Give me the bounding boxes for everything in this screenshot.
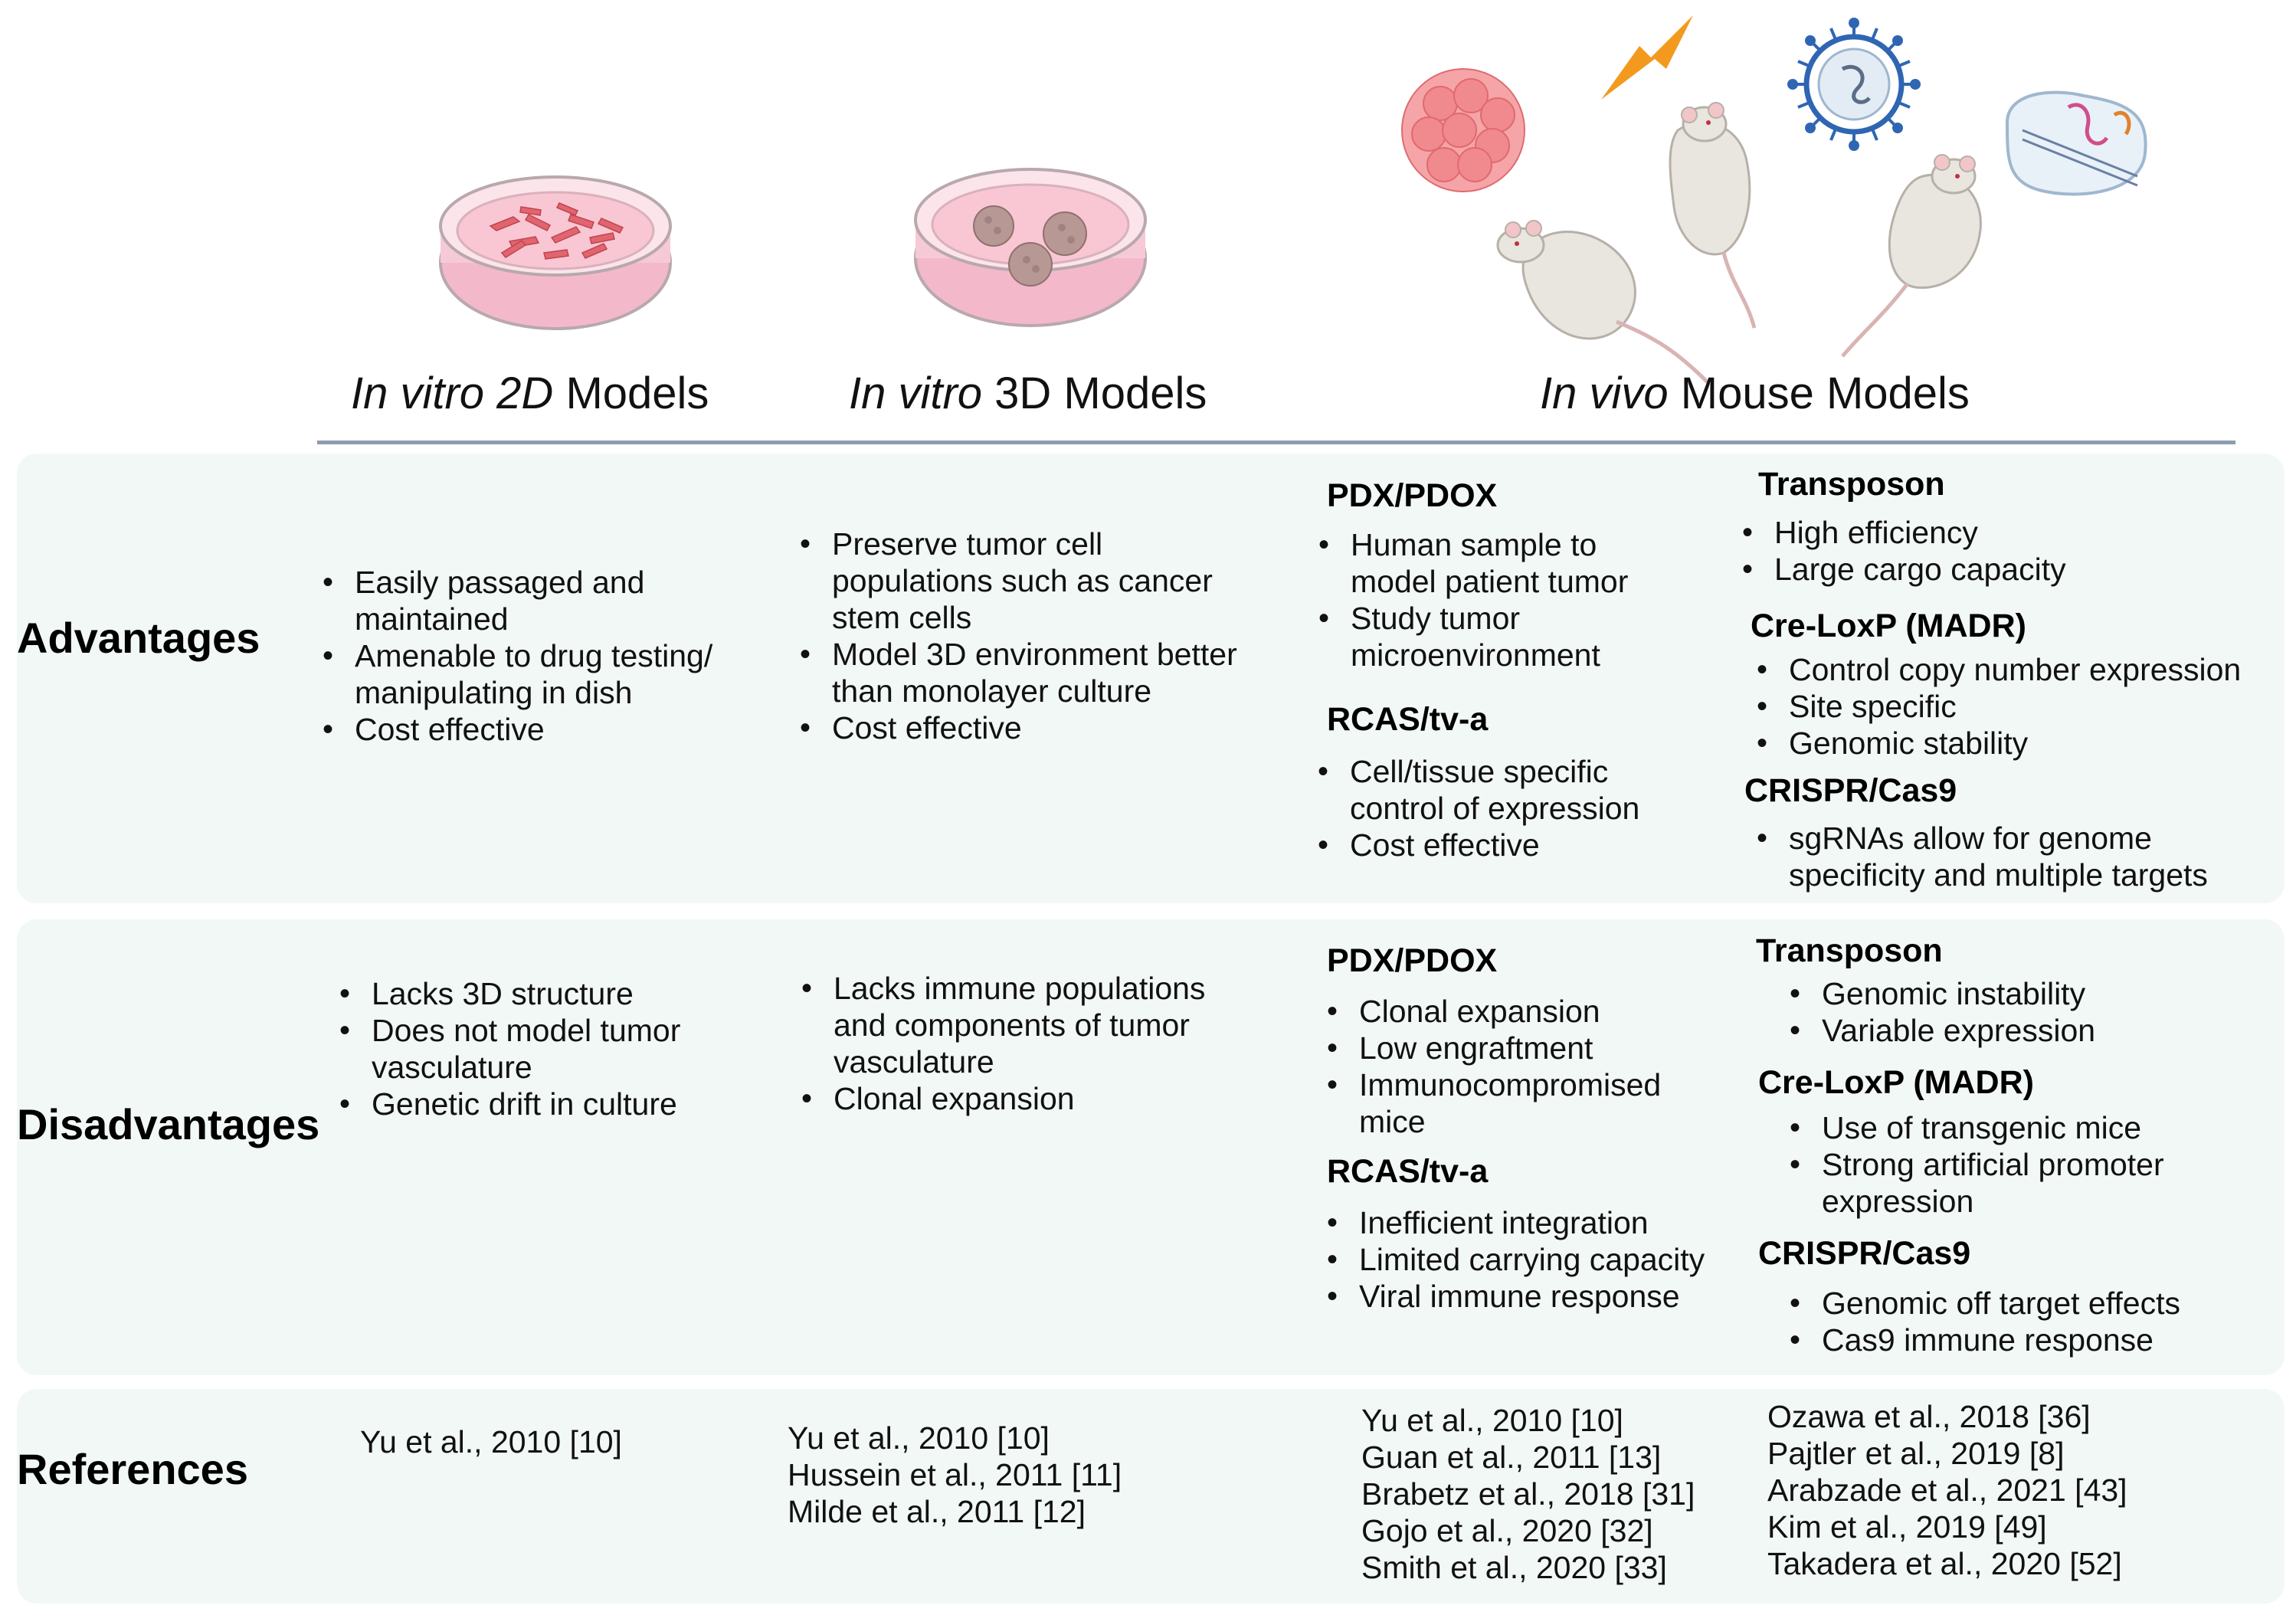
adv-rcas-list: Cell/tissue specific control of expressi…	[1313, 753, 1666, 863]
list-item: Clonal expansion	[1322, 993, 1690, 1030]
dis-transposon-title: Transposon	[1756, 932, 1943, 969]
row-label-disadvantages: Disadvantages	[17, 1100, 320, 1148]
row-label-references: References	[17, 1445, 248, 1493]
adv-creloxp-title: Cre-LoxP (MADR)	[1751, 608, 2026, 644]
list-item: Use of transgenic mice	[1785, 1109, 2214, 1146]
header-in-vitro-3d: In vitro 3D Models	[849, 368, 1207, 419]
header-rest: 3D Models	[982, 369, 1207, 418]
petri-dish-2d-icon	[439, 175, 672, 330]
list-item: Viral immune response	[1322, 1278, 1721, 1315]
list-item: Lacks 3D structure	[335, 975, 733, 1012]
dis-creloxp-title: Cre-LoxP (MADR)	[1758, 1064, 2034, 1101]
mouse-left-icon	[1496, 220, 1710, 385]
reference-item: Arabzade et al., 2021 [43]	[1767, 1472, 2127, 1508]
header-italic: In vivo	[1540, 369, 1669, 418]
adv-crispr-title: CRISPR/Cas9	[1744, 772, 1957, 809]
list-item: Human sample to model patient tumor	[1314, 526, 1666, 600]
list-item: Clonal expansion	[797, 1080, 1241, 1117]
disadvantages-3d-list: Lacks immune populations and components …	[797, 970, 1241, 1117]
mouse-middle-icon	[1669, 102, 1757, 329]
reference-item: Smith et al., 2020 [33]	[1361, 1550, 1667, 1585]
tumor-cluster-icon	[1401, 68, 1525, 192]
header-italic: In vitro 2D	[351, 369, 554, 418]
reference-item: Yu et al., 2010 [10]	[1361, 1403, 1623, 1438]
list-item: Limited carrying capacity	[1322, 1241, 1721, 1278]
header-rule	[317, 441, 2235, 444]
references-panel	[17, 1389, 2285, 1604]
list-item: Genomic off target effects	[1785, 1285, 2260, 1322]
list-item: Preserve tumor cell populations such as …	[795, 526, 1270, 636]
adv-pdx-list: Human sample to model patient tumor Stud…	[1314, 526, 1666, 673]
dis-rcas-title: RCAS/tv-a	[1327, 1153, 1489, 1190]
header-italic: In vitro	[849, 369, 983, 418]
header-in-vitro-2d: In vitro 2D Models	[351, 368, 709, 419]
lightning-bolt-icon	[1601, 15, 1693, 100]
references-2d: Yu et al., 2010 [10]	[360, 1423, 622, 1460]
adv-pdx-title: PDX/PDOX	[1327, 477, 1498, 514]
list-item: Lacks immune populations and components …	[797, 970, 1241, 1080]
adv-crispr-list: sgRNAs allow for genome specificity and …	[1752, 820, 2242, 893]
adv-rcas-title: RCAS/tv-a	[1327, 701, 1489, 738]
dis-pdx-list: Clonal expansion Low engraftment Immunoc…	[1322, 993, 1690, 1140]
petri-dish-3d-icon	[914, 168, 1147, 327]
header-rest: Mouse Models	[1668, 369, 1970, 418]
reference-item: Yu et al., 2010 [10]	[360, 1424, 622, 1459]
list-item: High efficiency	[1738, 514, 2243, 551]
list-item: Does not model tumor vasculature	[335, 1012, 733, 1086]
reference-item: Hussein et al., 2011 [11]	[788, 1457, 1122, 1492]
advantages-3d-list: Preserve tumor cell populations such as …	[795, 526, 1270, 746]
disadvantages-2d-list: Lacks 3D structure Does not model tumor …	[335, 975, 733, 1122]
dis-creloxp-list: Use of transgenic mice Strong artificial…	[1785, 1109, 2214, 1220]
list-item: Low engraftment	[1322, 1030, 1690, 1066]
references-vivo-left: Yu et al., 2010 [10] Guan et al., 2011 […	[1361, 1402, 1695, 1586]
reference-item: Milde et al., 2011 [12]	[788, 1494, 1086, 1529]
list-item: Easily passaged and maintained	[318, 564, 747, 637]
references-3d: Yu et al., 2010 [10] Hussein et al., 201…	[788, 1420, 1122, 1530]
reference-item: Takadera et al., 2020 [52]	[1767, 1546, 2122, 1581]
crispr-cas9-icon	[2005, 90, 2147, 196]
list-item: Cell/tissue specific control of expressi…	[1313, 753, 1666, 827]
reference-item: Ozawa et al., 2018 [36]	[1767, 1399, 2091, 1434]
reference-item: Kim et al., 2019 [49]	[1767, 1509, 2047, 1545]
list-item: Genomic instability	[1785, 975, 2214, 1012]
list-item: Genetic drift in culture	[335, 1086, 733, 1122]
list-item: Cost effective	[1313, 827, 1666, 863]
reference-item: Brabetz et al., 2018 [31]	[1361, 1476, 1695, 1512]
reference-item: Guan et al., 2011 [13]	[1361, 1440, 1662, 1475]
list-item: Cost effective	[795, 709, 1270, 746]
list-item: Study tumor microenvironment	[1314, 600, 1666, 673]
dis-crispr-title: CRISPR/Cas9	[1758, 1235, 1971, 1272]
reference-item: Pajtler et al., 2019 [8]	[1767, 1436, 2065, 1471]
list-item: Variable expression	[1785, 1012, 2214, 1049]
virus-icon	[1787, 18, 1921, 151]
dis-rcas-list: Inefficient integration Limited carrying…	[1322, 1204, 1721, 1315]
list-item: Site specific	[1752, 688, 2273, 725]
dis-pdx-title: PDX/PDOX	[1327, 942, 1498, 979]
list-item: Immunocompromised mice	[1322, 1066, 1690, 1140]
row-label-advantages: Advantages	[17, 614, 260, 662]
adv-transposon-title: Transposon	[1758, 466, 1945, 503]
dis-crispr-list: Genomic off target effects Cas9 immune r…	[1785, 1285, 2260, 1358]
header-in-vivo: In vivo Mouse Models	[1540, 368, 1970, 419]
list-item: Control copy number expression	[1752, 651, 2273, 688]
mouse-right-icon	[1841, 154, 1982, 358]
list-item: Genomic stability	[1752, 725, 2273, 762]
list-item: sgRNAs allow for genome specificity and …	[1752, 820, 2242, 893]
header-rest: Models	[553, 369, 709, 418]
list-item: Cost effective	[318, 711, 747, 748]
reference-item: Gojo et al., 2020 [32]	[1361, 1513, 1653, 1548]
advantages-2d-list: Easily passaged and maintained Amenable …	[318, 564, 747, 748]
list-item: Model 3D environment better than monolay…	[795, 636, 1270, 709]
references-vivo-right: Ozawa et al., 2018 [36] Pajtler et al., …	[1767, 1398, 2127, 1582]
reference-item: Yu et al., 2010 [10]	[788, 1420, 1050, 1456]
list-item: Large cargo capacity	[1738, 551, 2243, 588]
adv-transposon-list: High efficiency Large cargo capacity	[1738, 514, 2243, 588]
dis-transposon-list: Genomic instability Variable expression	[1785, 975, 2214, 1049]
list-item: Amenable to drug testing/ manipulating i…	[318, 637, 747, 711]
list-item: Inefficient integration	[1322, 1204, 1721, 1241]
list-item: Strong artificial promoter expression	[1785, 1146, 2214, 1220]
adv-creloxp-list: Control copy number expression Site spec…	[1752, 651, 2273, 762]
list-item: Cas9 immune response	[1785, 1322, 2260, 1358]
